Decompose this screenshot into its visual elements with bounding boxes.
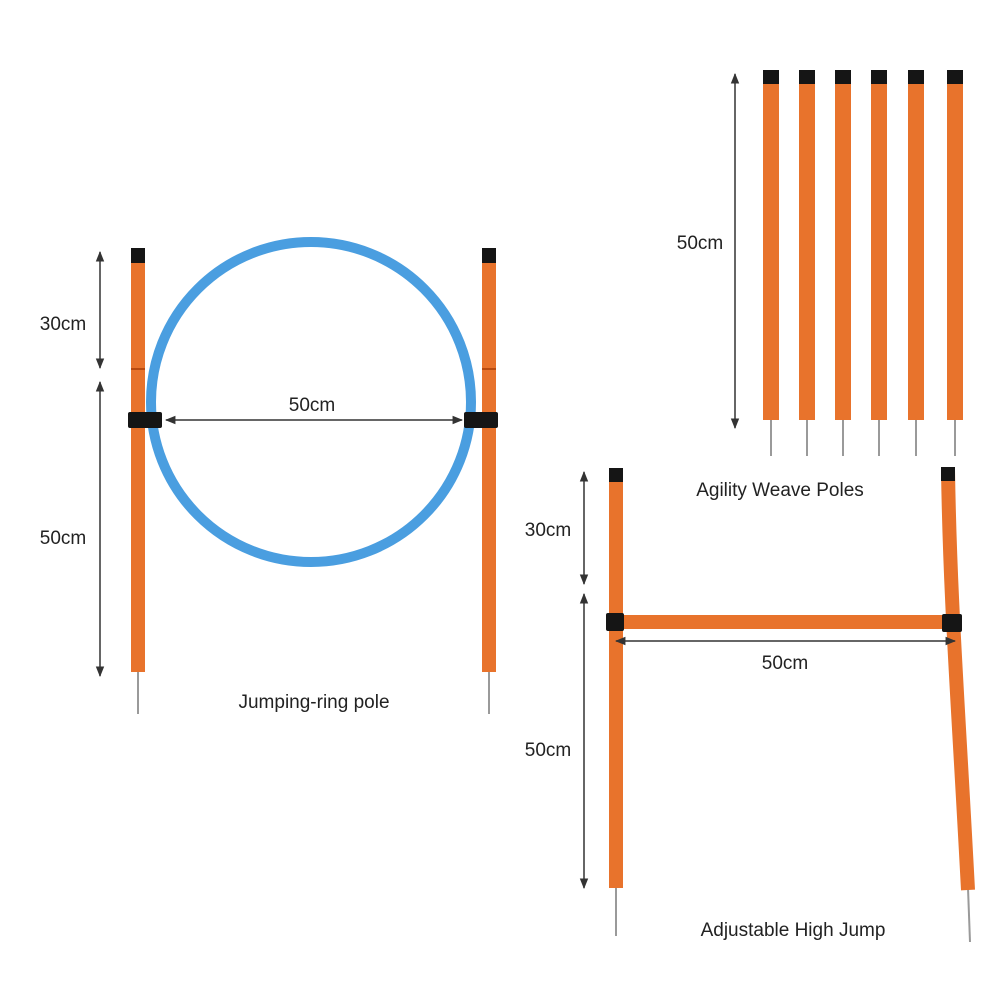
weave-pole-cap	[947, 70, 963, 84]
left-pole	[131, 248, 145, 672]
right-pole	[482, 248, 496, 672]
right-ring-clamp	[464, 412, 498, 428]
weave-pole	[835, 70, 851, 420]
left-jump-pole	[609, 468, 623, 888]
jump-upper-label: 30cm	[525, 520, 571, 541]
lower-height-label: 50cm	[40, 528, 86, 549]
jump-lower-label: 50cm	[525, 740, 571, 761]
weave-pole	[799, 70, 815, 420]
weave-pole	[947, 70, 963, 420]
jump-ring	[146, 237, 476, 567]
weave-pole-cap	[871, 70, 887, 84]
jump-caption: Adjustable High Jump	[701, 920, 886, 941]
left-pole-cap	[131, 248, 145, 263]
weave-pole	[871, 70, 887, 420]
left-bar-clamp	[606, 613, 624, 631]
right-jump-spike	[967, 887, 971, 943]
right-jump-pole	[941, 469, 975, 891]
right-bar-clamp	[942, 614, 962, 632]
weave-pole-cap	[835, 70, 851, 84]
weave-height-label: 50cm	[677, 233, 723, 254]
jump-bar	[612, 615, 952, 629]
weave-pole	[908, 70, 924, 420]
weave-caption: Agility Weave Poles	[696, 480, 864, 501]
right-pole-cap	[482, 248, 496, 263]
weave-pole-cap	[799, 70, 815, 84]
ring-caption: Jumping-ring pole	[238, 692, 389, 713]
jumping-ring-assembly: 50cm 30cm 50cm Jumping-ring pole	[40, 237, 498, 714]
weave-poles-assembly: 50cm Agility Weave Poles	[677, 70, 963, 501]
right-jump-cap	[941, 467, 955, 481]
ring-width-label: 50cm	[289, 395, 335, 416]
weave-pole-group	[763, 70, 963, 456]
left-jump-cap	[609, 468, 623, 482]
high-jump-assembly: 50cm 30cm 50cm Adjustable High Jump	[525, 467, 975, 943]
weave-pole	[763, 70, 779, 420]
upper-height-label: 30cm	[40, 314, 86, 335]
bar-width-label: 50cm	[762, 653, 808, 674]
weave-pole-cap	[763, 70, 779, 84]
left-ring-clamp	[128, 412, 162, 428]
weave-pole-cap	[908, 70, 924, 84]
